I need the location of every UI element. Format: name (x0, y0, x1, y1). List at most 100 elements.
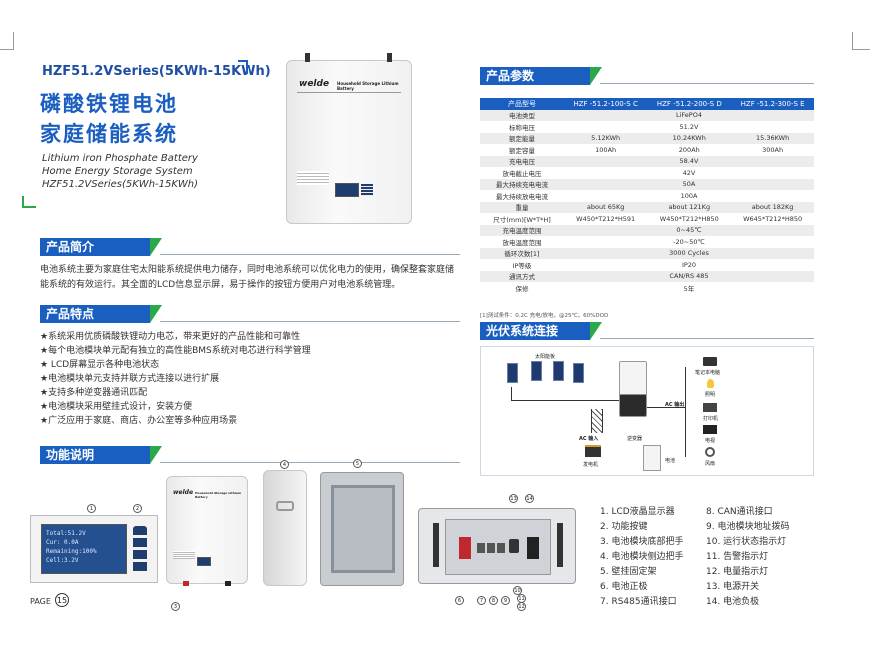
legend-item: 14. 电池负极 (706, 597, 760, 607)
comm-ports (477, 543, 505, 553)
spec-header-cell: HZF -51.2-300-S E (731, 98, 814, 110)
spec-row: 放电温度范围-20~50℃ (480, 236, 814, 248)
solar-panel-2 (531, 361, 542, 381)
label-solar: 太阳能板 (535, 354, 556, 360)
spec-label: IP等级 (512, 261, 532, 270)
crop-mark-top-right (852, 32, 870, 50)
feature-item: ★支持多种逆变器通讯匹配 (40, 388, 148, 398)
callout-9: 9 (501, 596, 510, 605)
spec-label: 最大持续放电电流 (496, 192, 548, 201)
spec-value: about 65Kg (564, 201, 648, 213)
hero-buttons (361, 184, 373, 196)
english-title-line-3: HZF51.2VSeries(5KWh-15KWh) (42, 179, 199, 190)
spec-row: 放电截止电压 42V (480, 167, 814, 179)
spec-value: 100Ah (595, 145, 617, 154)
spec-header-cell: HZF -51.2-200-S D (647, 98, 732, 110)
label-inverter: 逆变器 (627, 436, 643, 442)
label-fan: 风扇 (705, 461, 716, 467)
positive-terminal (459, 537, 471, 559)
wall-hook-right (387, 53, 392, 62)
solar-panel-4 (573, 363, 584, 383)
front-product-label: Household Storage Lithium Battery (195, 491, 242, 499)
legend-right: 8. CAN通讯接口 9. 电池模块地址拨码 10. 运行状态指示灯 11. 告… (706, 505, 789, 610)
lcd-line: Total:51.2V (46, 530, 86, 537)
solar-panel-1 (507, 363, 518, 383)
callout-3: 3 (171, 602, 180, 611)
label-generator: 发电机 (583, 462, 599, 468)
spec-label: 电池类型 (480, 109, 564, 121)
grid-tower-icon (591, 409, 603, 433)
laptop-icon (703, 357, 717, 366)
front-view-device: welde Household Storage Lithium Battery (166, 476, 248, 586)
label-ac-in: AC 输入 (579, 436, 599, 442)
solar-wire (511, 387, 621, 401)
spec-value: 50A (564, 178, 814, 190)
spec-value: 42V (682, 168, 696, 177)
spec-value: LiFePO4 (564, 109, 814, 121)
intro-heading: 产品简介 (40, 238, 162, 256)
feature-item: ★电池模块单元支持并联方式连接以进行扩展 (40, 374, 220, 384)
pv-diagram: 太阳能板 逆变器 AC 输出 笔记本电脑 照明 打印机 电视 风扇 AC 输入 … (480, 346, 814, 476)
english-title: Lithium iron Phosphate Battery Home Ener… (42, 152, 198, 191)
functions-heading-line (160, 462, 460, 463)
spec-value: 5年 (683, 284, 695, 293)
pv-heading: 光伏系统连接 (480, 322, 602, 340)
feature-item: ★ LCD屏幕显示各种电池状态 (40, 360, 160, 370)
spec-header-row: 产品型号 HZF -51.2-100-S C HZF -51.2-200-S D… (480, 98, 814, 110)
spec-label: 循环次数[1] (480, 247, 564, 259)
label-tv: 电视 (705, 438, 716, 444)
series-title: HZF51.2VSeries(5KWh-15KWh) (42, 64, 271, 79)
spec-label: 放电截止电压 (502, 169, 542, 178)
callout-1: 1 (87, 504, 96, 513)
product-label: Household Storage Lithium Battery (337, 81, 399, 91)
function-keys (133, 526, 147, 574)
load-bus (685, 367, 686, 457)
bulb-icon (707, 379, 714, 388)
spec-label: 充电温度范围 (480, 224, 564, 236)
solar-panel-3 (553, 361, 564, 381)
page-label: PAGE (30, 597, 51, 606)
spec-label: 标称电压 (509, 123, 535, 132)
spec-label: 放电温度范围 (502, 238, 542, 247)
callout-7: 7 (477, 596, 486, 605)
title-line-2: 家庭储能系统 (40, 122, 178, 146)
lcd-line: Cur: 0.0A (46, 539, 79, 546)
feature-item: ★系统采用优质磷酸铁锂动力电芯，带来更好的产品性能和可靠性 (40, 332, 301, 342)
specs-heading-line (600, 83, 814, 84)
page-number: 15 (55, 593, 69, 607)
legend-item: 12. 电量指示灯 (706, 567, 769, 577)
spec-header-cell: HZF -51.2-100-S C (564, 98, 648, 110)
generator-icon (585, 445, 601, 457)
legend-item: 4. 电池模块侧边把手 (600, 552, 684, 562)
callout-6: 6 (455, 596, 464, 605)
brand-logo: welde (299, 79, 330, 89)
lcd-line: Remaining:100% (46, 548, 97, 555)
spec-label: 额定容量 (509, 146, 535, 155)
callout-13: 13 (509, 494, 518, 503)
feature-item: ★电池模块采用壁挂式设计，安装方便 (40, 402, 193, 412)
spec-value: IP20 (681, 260, 697, 269)
spec-value: 10.24KWh (647, 132, 732, 144)
corner-decoration-green (22, 196, 36, 208)
callout-14: 14 (525, 494, 534, 503)
title-line-1: 磷酸铁锂电池 (40, 92, 178, 116)
panel-slot-left (433, 523, 439, 567)
spec-value: 100A (680, 191, 698, 200)
front-terminal-black (225, 581, 231, 586)
power-switch (509, 539, 519, 553)
spec-label: 充电电压 (480, 155, 564, 167)
spec-sticker (297, 171, 329, 185)
spec-table: 产品型号 HZF -51.2-100-S C HZF -51.2-200-S D… (480, 98, 814, 294)
spec-value: about 182Kg (731, 201, 814, 213)
panel-slot-right (557, 523, 563, 567)
features-heading: 产品特点 (40, 305, 162, 323)
legend-item: 10. 运行状态指示灯 (706, 537, 787, 547)
spec-label: 最大持续充电电流 (480, 178, 564, 190)
feature-item: ★广泛应用于家庭、商店、办公室等多种应用场景 (40, 416, 238, 426)
